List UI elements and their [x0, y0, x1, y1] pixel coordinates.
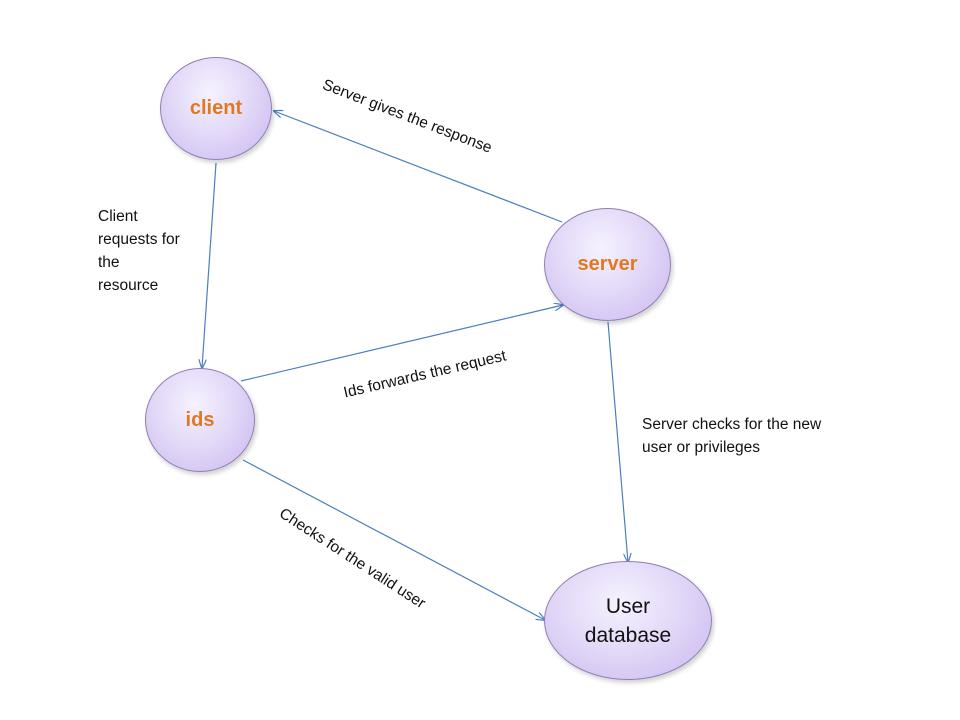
server-node: server: [544, 208, 671, 321]
client-node-label: client: [189, 97, 243, 119]
user-database-node-label: User database: [584, 594, 672, 647]
arrow-server-to-client: [274, 111, 563, 223]
edge-label-client-requests: Client requests for the resource: [98, 208, 180, 294]
ids-node-label: ids: [185, 408, 215, 431]
arrow-ids-to-db: [242, 459, 545, 620]
arrow-ids-to-server: [240, 305, 563, 382]
arrow-server-to-db: [607, 321, 628, 562]
arrow-client-to-ids: [202, 162, 217, 368]
user-database-node: User database: [544, 561, 712, 680]
client-node: client: [160, 57, 272, 160]
edge-label-server-checks: Server checks for the new user or privil…: [642, 416, 822, 456]
ids-node: ids: [145, 368, 255, 472]
server-node-label: server: [577, 253, 638, 275]
